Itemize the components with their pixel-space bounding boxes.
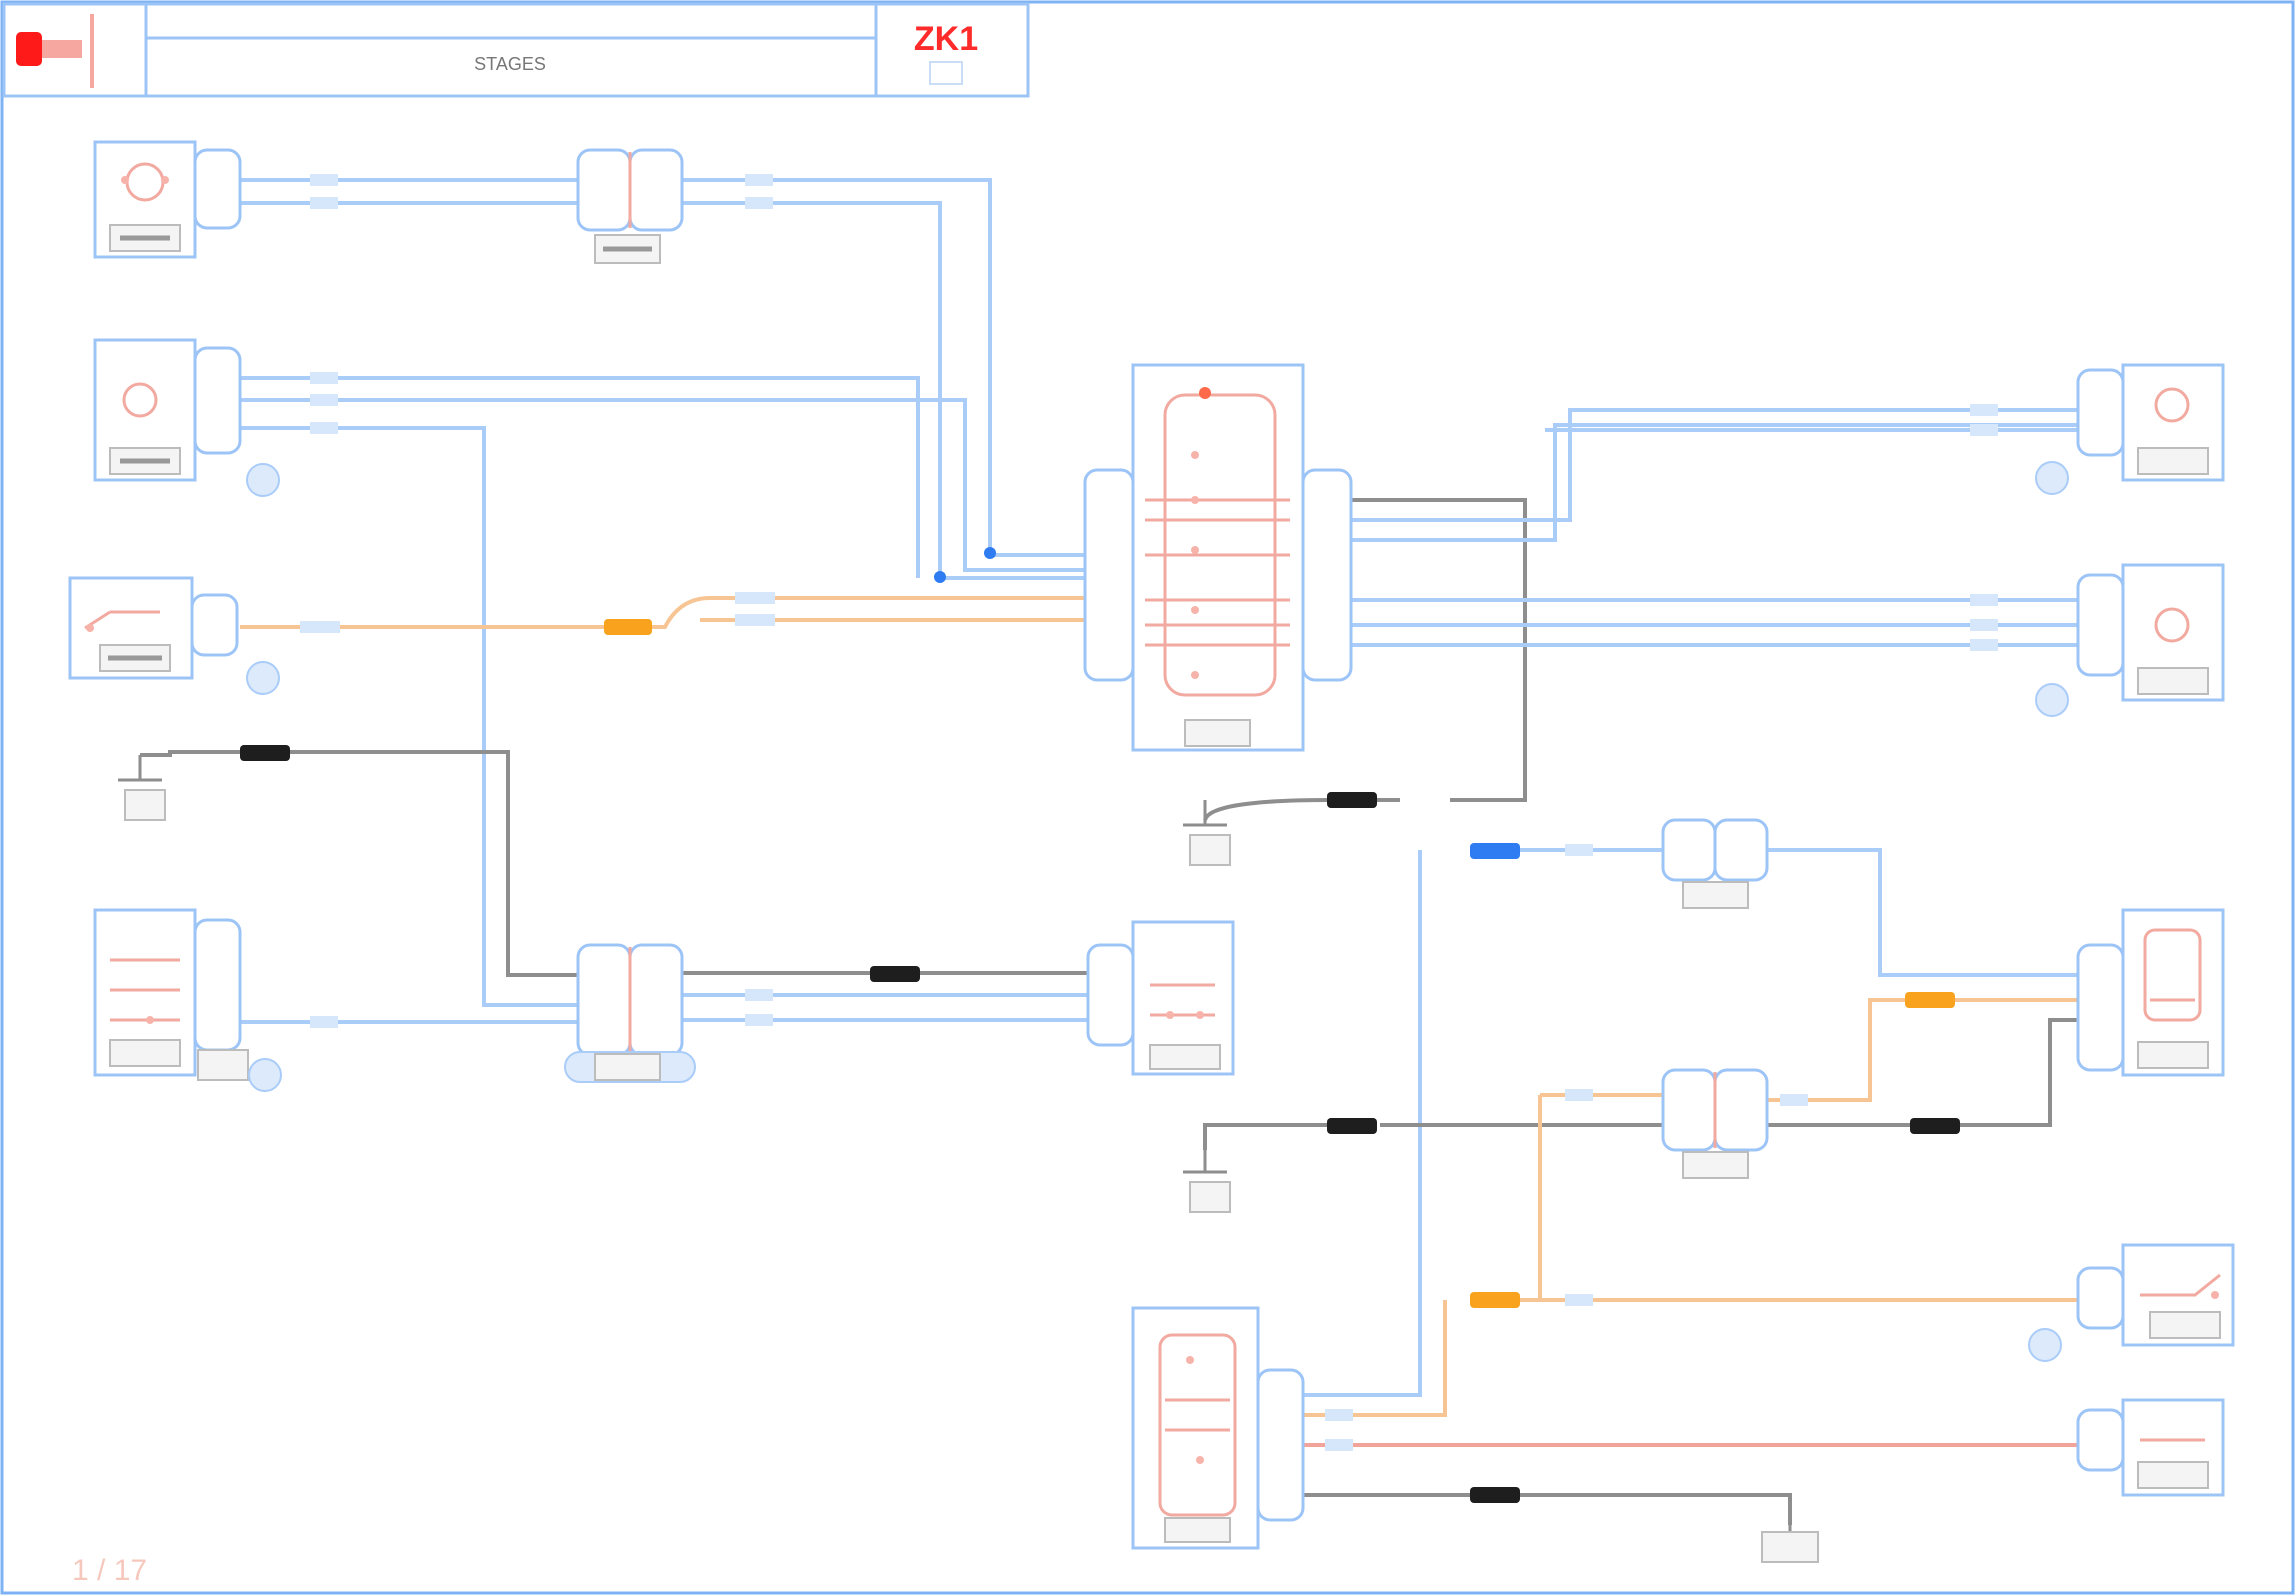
central-control-module[interactable] (1083, 363, 1353, 752)
diagram-code: ZK1 (914, 20, 978, 58)
splice-orange-3 (1470, 1292, 1520, 1308)
splice-blue-1 (1470, 843, 1520, 859)
component-module-2[interactable] (2076, 908, 2225, 1077)
relay-connector-2[interactable] (564, 943, 696, 1083)
wires (140, 178, 2080, 1525)
splice-orange-2 (1905, 992, 1955, 1008)
connector-logo-icon (16, 14, 94, 88)
component-lamp-4[interactable] (2035, 563, 2225, 717)
page-number: 1 / 17 (72, 1554, 147, 1587)
component-motor-1[interactable] (1086, 920, 1235, 1076)
header-block: STAGES ZK1 (2, 2, 1030, 98)
component-sensor-1[interactable] (2076, 1398, 2225, 1497)
component-lamp-2[interactable] (93, 338, 280, 497)
component-module-1[interactable] (93, 908, 282, 1092)
ground-icon-4 (1761, 1525, 1819, 1563)
component-switch-2[interactable] (2028, 1243, 2235, 1362)
header-title: STAGES (474, 54, 546, 74)
component-lamp-1[interactable] (93, 140, 242, 259)
component-lamp-3[interactable] (2035, 363, 2225, 495)
wire-code-ticks (300, 174, 1998, 1451)
ground-icon-3 (1183, 1150, 1231, 1213)
splice-orange-1 (604, 619, 652, 635)
relay-connector-4[interactable] (1661, 1068, 1769, 1179)
relay-connector-3[interactable] (1661, 818, 1769, 909)
splice-black-5 (1910, 1118, 1960, 1134)
relay-connector-1[interactable] (576, 148, 684, 264)
splice-black-2 (870, 966, 920, 982)
splice-black-1 (240, 745, 290, 761)
splice-markers (240, 547, 1960, 1503)
splice-black-6 (1470, 1487, 1520, 1503)
component-control-unit[interactable] (1131, 1306, 1305, 1550)
component-switch-1[interactable] (68, 576, 280, 695)
splice-black-3 (1327, 792, 1377, 808)
splice-black-4 (1327, 1118, 1377, 1134)
ground-icon-2 (1183, 800, 1231, 866)
ground-icon-1 (118, 755, 166, 821)
